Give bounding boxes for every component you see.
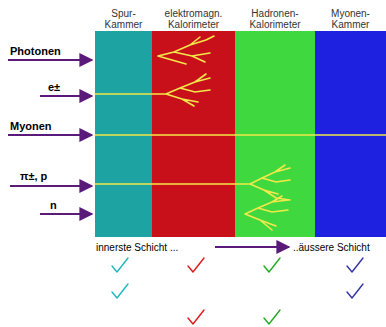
- electron-shower: [95, 74, 210, 106]
- check-mark: [112, 258, 128, 272]
- particle-label: e±: [48, 81, 60, 94]
- check-mark: [188, 258, 204, 272]
- photon-arrow: [8, 59, 92, 61]
- muon-track: [95, 134, 386, 136]
- layer-band: [235, 31, 315, 237]
- check-mark: [188, 310, 204, 324]
- detector-layer: Hadronen- Kalorimeter: [235, 8, 315, 237]
- electron-arrow: [40, 95, 92, 97]
- layer-heading: Hadronen- Kalorimeter: [235, 8, 315, 30]
- layer-band: [95, 31, 152, 237]
- hadron-shower: [95, 165, 290, 200]
- incoming-arrows: [8, 60, 289, 247]
- check-mark: [347, 258, 363, 272]
- detector-layer: Myonen- Kammer: [315, 8, 386, 237]
- muon-arrow: [8, 134, 92, 136]
- neutron-arrow: [40, 213, 92, 215]
- particle-label: π±, p: [20, 170, 47, 183]
- layer-band: [152, 31, 235, 237]
- check-mark: [347, 284, 363, 298]
- particle-label: Myonen: [10, 120, 52, 133]
- layer-band: [315, 31, 386, 237]
- detector-layer: Spur- Kammer: [95, 8, 152, 237]
- check-mark: [112, 284, 128, 298]
- check-mark: [264, 258, 280, 272]
- layer-order-label: innerste Schicht ...: [96, 241, 178, 254]
- check-marks: [112, 258, 363, 324]
- particle-label: Photonen: [10, 45, 61, 58]
- layer-order-arrow: [215, 246, 289, 248]
- layer-heading: Spur- Kammer: [95, 8, 152, 30]
- neutron-shower: [245, 196, 288, 230]
- layer-order-label: ..äussere Schicht: [293, 241, 370, 254]
- photon-shower: [158, 36, 214, 64]
- check-mark: [264, 310, 280, 324]
- layer-heading: elektromagn. Kalorimeter: [152, 8, 235, 30]
- particle-label: n: [50, 199, 57, 212]
- hadron-arrow: [10, 185, 92, 187]
- layer-heading: Myonen- Kammer: [315, 8, 386, 30]
- yellow-tracks: [95, 36, 386, 230]
